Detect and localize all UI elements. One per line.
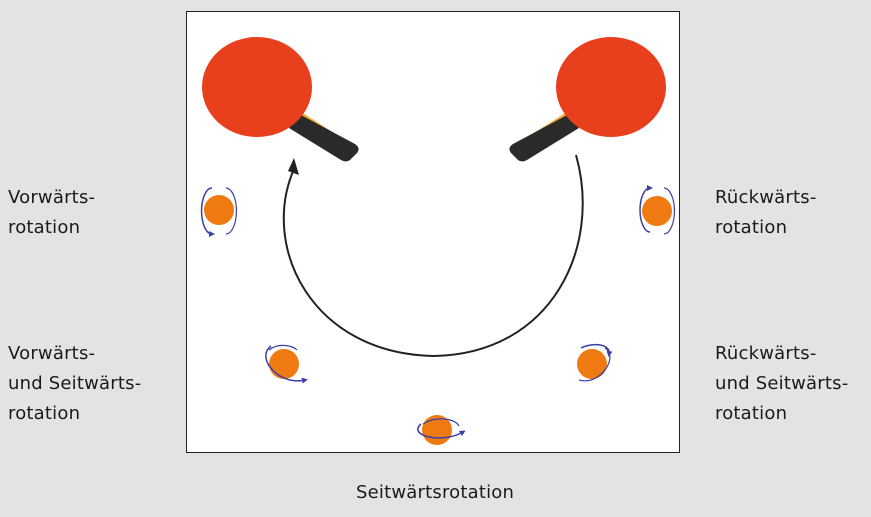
label-line: und Seitwärts- bbox=[715, 369, 848, 399]
label-line: rotation bbox=[8, 399, 141, 429]
curved-arrow-icon bbox=[284, 155, 583, 356]
diagram-canvas bbox=[187, 12, 681, 454]
label-forward-side-rotation: Vorwärts- und Seitwärts- rotation bbox=[8, 339, 141, 429]
ball-backward-rotation-icon bbox=[640, 188, 674, 234]
label-line: Seitwärtsrotation bbox=[356, 478, 514, 508]
ball-forward-side-rotation-icon bbox=[266, 345, 305, 380]
diagram-panel bbox=[186, 11, 680, 453]
label-line: Vorwärts- bbox=[8, 183, 95, 213]
label-backward-side-rotation: Rückwärts- und Seitwärts- rotation bbox=[715, 339, 848, 429]
label-side-rotation: Seitwärtsrotation bbox=[356, 478, 514, 508]
right-paddle-icon bbox=[509, 37, 666, 162]
label-line: Vorwärts- bbox=[8, 339, 141, 369]
label-line: rotation bbox=[715, 399, 848, 429]
label-backward-rotation: Rückwärts- rotation bbox=[715, 183, 817, 243]
ball-side-rotation-icon bbox=[418, 415, 463, 445]
label-line: Rückwärts- bbox=[715, 183, 817, 213]
label-line: rotation bbox=[8, 213, 95, 243]
ball-forward-rotation-icon bbox=[202, 188, 237, 234]
label-line: rotation bbox=[715, 213, 817, 243]
label-line: und Seitwärts- bbox=[8, 369, 141, 399]
left-paddle-icon bbox=[202, 37, 359, 162]
label-line: Rückwärts- bbox=[715, 339, 848, 369]
label-forward-rotation: Vorwärts- rotation bbox=[8, 183, 95, 243]
ball-backward-side-rotation-icon bbox=[577, 345, 610, 381]
